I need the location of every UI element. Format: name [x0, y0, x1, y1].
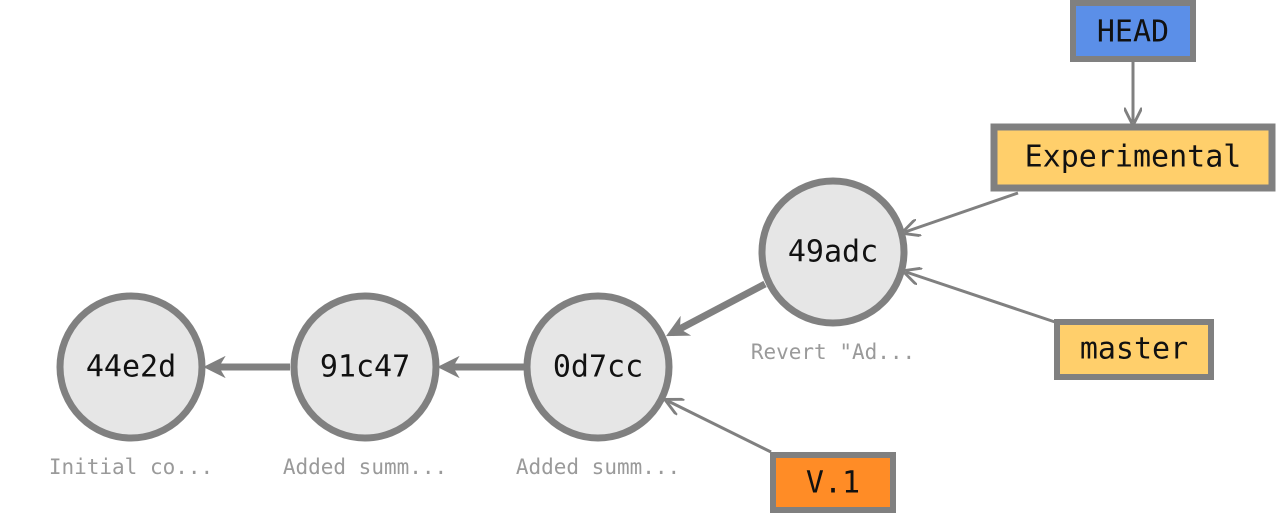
commit-id: 49adc: [788, 235, 878, 270]
commit-message: Initial co...: [49, 455, 213, 479]
commit-circle: [56, 292, 206, 442]
edge-49adc-to-0d7cc: [666, 280, 767, 337]
ref-master-box: [1054, 319, 1214, 380]
commit-node[interactable]: 49adc Revert "Ad...: [751, 177, 915, 364]
ref-experimental-label: Experimental: [1025, 140, 1242, 175]
ref-experimental-box: [990, 123, 1276, 192]
ref-master-label: master: [1080, 332, 1188, 367]
ref-head-label: HEAD: [1097, 15, 1169, 50]
commit-node[interactable]: 0d7cc Added summ...: [516, 292, 680, 479]
commit-id: 0d7cc: [553, 350, 643, 385]
commit-message: Added summ...: [283, 455, 447, 479]
ref-experimental[interactable]: Experimental: [990, 123, 1276, 192]
commit-message: Revert "Ad...: [751, 340, 915, 364]
edge-experimental-to-49adc: [905, 191, 1019, 232]
edge-master-to-49adc: [906, 272, 1056, 324]
edge-v1-to-0d7cc: [668, 401, 772, 454]
commit-circle: [523, 292, 673, 442]
commit-node[interactable]: 44e2d Initial co...: [49, 292, 213, 479]
commit-circle: [290, 292, 440, 442]
ref-v1-label: V.1: [806, 466, 860, 501]
commit-message: Added summ...: [516, 455, 680, 479]
commit-node[interactable]: 91c47 Added summ...: [283, 292, 447, 479]
ref-head[interactable]: HEAD: [1070, 0, 1196, 62]
commit-id: 91c47: [320, 350, 410, 385]
commit-circle: [758, 177, 908, 327]
ref-v1-box: [770, 452, 896, 513]
ref-head-box: [1070, 0, 1196, 62]
commit-id: 44e2d: [86, 350, 176, 385]
ref-master[interactable]: master: [1054, 319, 1214, 380]
ref-v1[interactable]: V.1: [770, 452, 896, 513]
